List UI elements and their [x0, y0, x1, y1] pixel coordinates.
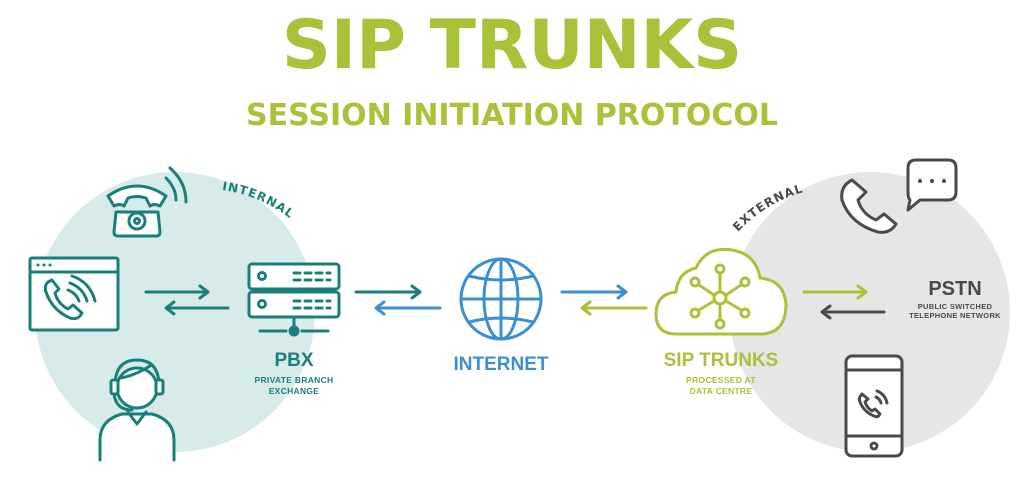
arrow-pair-softphone-pbx	[144, 284, 230, 316]
pstn-description-line2: TELEPHONE NETWORK	[909, 311, 1001, 320]
phone-speech-bubble-icon	[840, 158, 958, 234]
pbx-description-line1: PRIVATE BRANCH	[254, 375, 334, 385]
sip-trunks-description-line2: DATA CENTRE	[689, 386, 753, 396]
internal-zone-circle	[35, 172, 315, 452]
desk-phone-icon	[106, 166, 188, 238]
pbx-title: PBX	[274, 350, 314, 371]
page-title: SIP TRUNKS	[281, 6, 743, 85]
cloud-network-icon	[654, 247, 788, 336]
arrow-pair-sip-pstn	[802, 284, 886, 320]
pbx-description-line2: EXCHANGE	[268, 386, 320, 396]
server-icon	[247, 262, 341, 337]
globe-icon	[459, 257, 543, 341]
pstn-description-line1: PUBLIC SWITCHED	[917, 302, 993, 311]
agent-headset-icon	[98, 358, 176, 462]
sip-trunks-description-line1: PROCESSED AT	[686, 375, 756, 385]
smartphone-icon	[844, 354, 904, 458]
arrow-pair-pbx-internet	[354, 284, 442, 316]
softphone-window-icon	[28, 256, 120, 332]
page-subtitle: SESSION INITIATION PROTOCOL	[245, 98, 778, 133]
arrow-pair-internet-sip	[560, 284, 648, 316]
pstn-title: PSTN	[928, 278, 982, 300]
internet-title: INTERNET	[453, 354, 549, 375]
sip-trunks-node-title: SIP TRUNKS	[663, 350, 779, 371]
